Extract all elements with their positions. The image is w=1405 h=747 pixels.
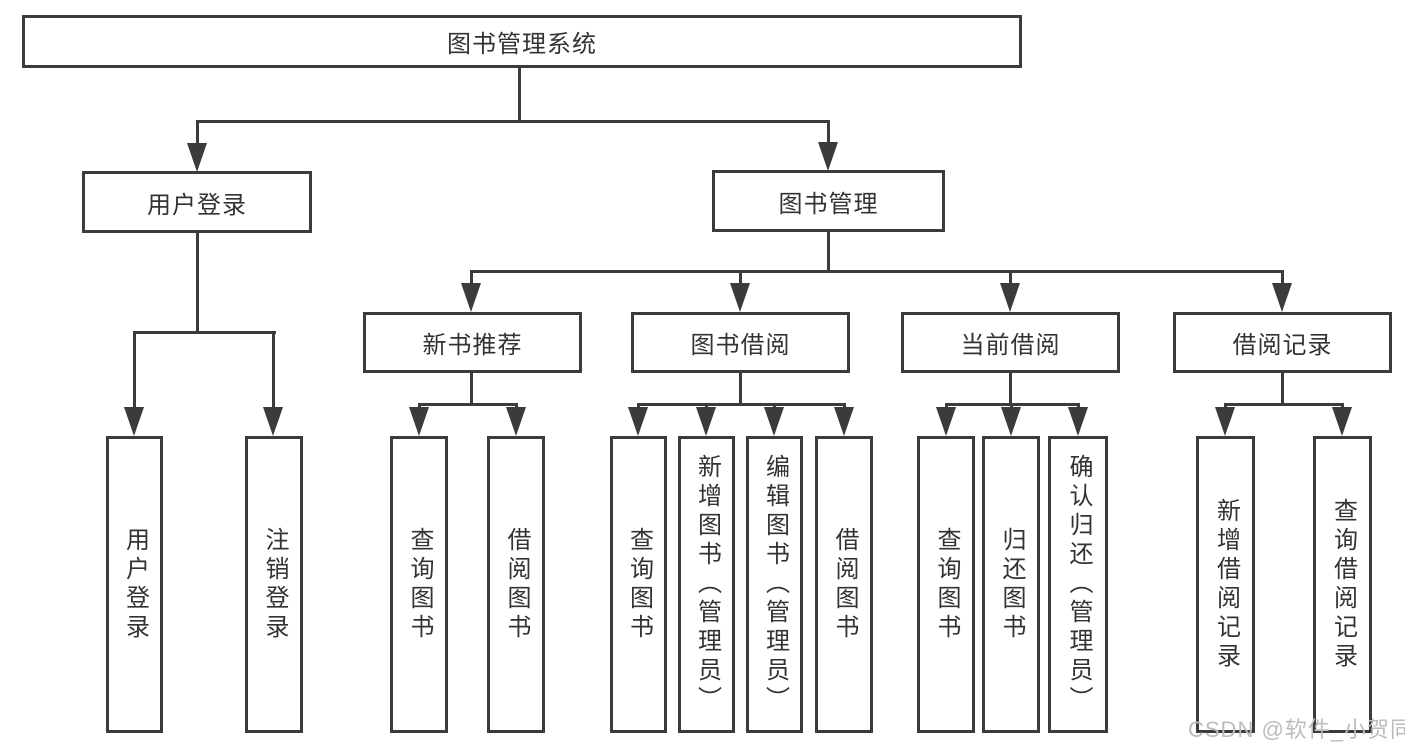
connector-hline [133,331,276,334]
connector-arrowhead [1215,407,1235,436]
connector-vline [705,403,708,409]
connector-arrowhead [187,143,207,172]
connector-arrowhead [1332,407,1352,436]
connector-arrowhead [1068,407,1088,436]
leaf-node-query-books-2: 查询图书 [610,436,667,733]
leaf-node-query-books-3: 查询图书 [917,436,975,733]
leaf-label: 借阅图书 [503,526,530,643]
leaf-node-confirm-return-admin: 确认归还（管理员） [1048,436,1108,733]
connector-hline [196,120,830,123]
connector-arrowhead [1001,407,1021,436]
connector-vline [1077,403,1080,409]
connector-arrowhead [263,407,283,436]
connector-arrowhead [696,407,716,436]
connector-hline [418,403,517,406]
leaf-node-logout: 注销登录 [245,436,303,733]
leaf-label: 新增借阅记录 [1212,497,1240,672]
connector-vline [1341,403,1344,409]
leaf-label: 编辑图书（管理员） [761,454,789,715]
leaf-label: 查询图书 [933,526,960,643]
leaf-label: 确认归还（管理员） [1065,454,1092,715]
connector-arrowhead [936,407,956,436]
watermark: CSDN @软件_小贺同学 [1188,717,1405,742]
group-label: 借阅记录 [1232,332,1333,359]
connector-hline [470,270,1283,273]
connector-hline [637,403,846,406]
connector-arrowhead [506,407,526,436]
connector-vline [1224,403,1227,409]
group-node-borrow-records: 借阅记录 [1173,312,1392,373]
group-node-current-borrowing: 当前借阅 [901,312,1120,373]
connector-vline [470,373,473,405]
connector-vline [827,120,830,145]
leaf-node-edit-books-admin: 编辑图书（管理员） [746,436,803,733]
connector-vline [1009,373,1012,405]
connector-vline [1010,403,1013,409]
leaf-node-borrow-books-1: 借阅图书 [487,436,545,733]
leaf-node-add-borrow-record: 新增借阅记录 [1196,436,1255,733]
leaf-label: 查询图书 [406,526,433,643]
connector-arrowhead [1272,283,1292,312]
connector-vline [133,331,136,409]
group-label: 新书推荐 [422,332,523,359]
leaf-node-add-books-admin: 新增图书（管理员） [678,436,735,733]
connector-arrowhead [461,283,481,312]
connector-vline [515,403,518,409]
leaf-label: 查询图书 [625,526,653,643]
connector-vline [1281,270,1284,285]
group-node-new-books: 新书推荐 [363,312,582,373]
connector-hline [1224,403,1343,406]
connector-vline [1009,270,1012,285]
connector-vline [827,232,830,272]
leaf-label: 新增图书（管理员） [693,454,721,715]
leaf-node-query-books-1: 查询图书 [390,436,448,733]
branch-node-user-login: 用户登录 [82,171,312,233]
connector-arrowhead [1000,283,1020,312]
connector-arrowhead [124,407,144,436]
group-label: 图书借阅 [690,332,791,359]
leaf-label: 归还图书 [998,526,1025,643]
root-node: 图书管理系统 [22,15,1022,68]
leaf-node-return-books: 归还图书 [982,436,1040,733]
connector-arrowhead [818,142,838,171]
connector-vline [773,403,776,409]
branch-label: 用户登录 [147,191,247,219]
connector-vline [470,270,473,285]
connector-vline [196,233,199,333]
connector-vline [1281,373,1284,405]
connector-arrowhead [730,283,750,312]
leaf-label: 查询借阅记录 [1329,497,1357,672]
leaf-label: 用户登录 [121,526,149,643]
leaf-node-query-borrow-record: 查询借阅记录 [1313,436,1372,733]
connector-arrowhead [764,407,784,436]
branch-label: 图书管理 [778,190,879,218]
group-label: 当前借阅 [960,332,1061,359]
connector-arrowhead [628,407,648,436]
connector-arrowhead [834,407,854,436]
connector-vline [739,270,742,285]
group-node-book-borrowing: 图书借阅 [631,312,850,373]
leaf-node-user-login: 用户登录 [106,436,163,733]
connector-vline [196,120,199,145]
root-label: 图书管理系统 [447,31,597,58]
connector-vline [518,68,521,122]
leaf-label: 借阅图书 [831,526,858,643]
connector-vline [945,403,948,409]
connector-vline [739,373,742,405]
connector-arrowhead [409,407,429,436]
leaf-label: 注销登录 [261,526,288,643]
leaf-node-borrow-books-2: 借阅图书 [815,436,873,733]
connector-vline [272,331,275,409]
connector-vline [843,403,846,409]
connector-vline [418,403,421,409]
branch-node-book-management: 图书管理 [712,170,945,232]
connector-vline [637,403,640,409]
